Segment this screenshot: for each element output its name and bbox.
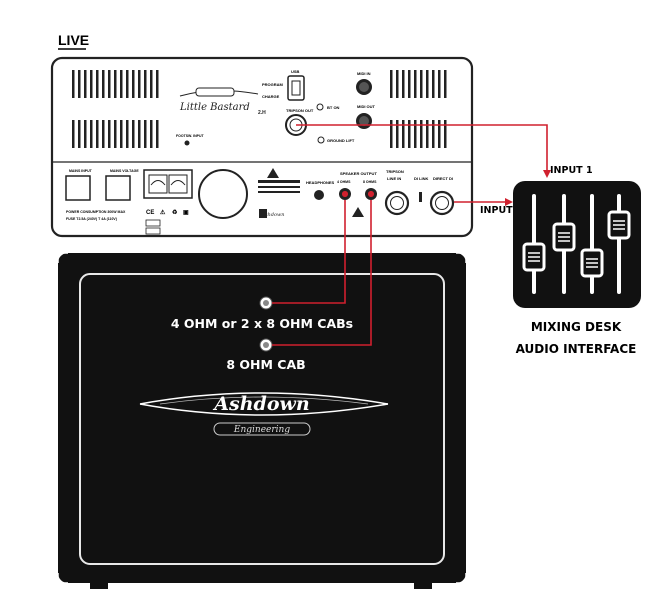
usb-label: USB bbox=[291, 69, 300, 74]
di-link-switch bbox=[419, 192, 422, 202]
speaker-warning-icon bbox=[352, 207, 364, 217]
cabinet-grille bbox=[79, 273, 445, 565]
mains-input-socket bbox=[65, 175, 91, 201]
cable-8ohm bbox=[272, 200, 372, 346]
vent-right bbox=[390, 70, 447, 148]
speaker-cabinet: 4 OHM or 2 x 8 OHM CABs 8 OHM CAB Ashdow… bbox=[57, 252, 467, 589]
ohm4-cab-label: 4 OHM or 2 x 8 OHM CABs bbox=[171, 316, 353, 331]
di-link-label: DI LINK bbox=[414, 176, 429, 181]
mixer-label-line1: MIXING DESK bbox=[531, 320, 622, 334]
input1-label: INPUT 1 bbox=[550, 165, 593, 176]
ground-lift-switch bbox=[317, 136, 325, 144]
amp-model-suffix: 2.H bbox=[258, 110, 266, 116]
svg-text:▣: ▣ bbox=[183, 210, 189, 216]
mains-voltage-label: MAINS VOLTAGE bbox=[110, 169, 139, 173]
footswitch-label: FOOTSW. INPUT bbox=[176, 134, 204, 138]
warning-triangle bbox=[267, 168, 279, 178]
mixer-label-line2: AUDIO INTERFACE bbox=[516, 342, 637, 356]
ohm8-cab-label: 8 OHM CAB bbox=[226, 357, 305, 372]
input2-label: INPUT 2 bbox=[480, 205, 523, 216]
headphones-label: HEADPHONES bbox=[306, 180, 335, 185]
cert-marks: CE ⚠ ♻ ▣ bbox=[146, 209, 189, 216]
direct-di-label: DIRECT DI bbox=[433, 176, 453, 181]
svg-text:⚠: ⚠ bbox=[160, 209, 166, 216]
page-title: LIVE bbox=[58, 32, 89, 48]
footswitch-jack bbox=[184, 140, 190, 146]
mains-voltage-switch bbox=[105, 175, 131, 201]
brand-small: ashdown bbox=[262, 212, 284, 218]
vent-left bbox=[72, 70, 159, 148]
usb-port bbox=[287, 75, 305, 101]
cabinet-foot-left bbox=[90, 582, 108, 589]
midi-out-label: MIDI OUT bbox=[357, 104, 376, 109]
tripson-label: TRIPSON bbox=[386, 169, 404, 174]
charge-label: CHARGE bbox=[262, 94, 280, 99]
midi-in-label: MIDI IN bbox=[357, 71, 371, 76]
cabinet-logo: Ashdown Engineering bbox=[139, 392, 389, 436]
mains-input-label: MAINS INPUT bbox=[69, 169, 93, 173]
program-label: PROGRAM bbox=[262, 82, 284, 87]
cable-input1 bbox=[296, 124, 551, 178]
svg-text:CE: CE bbox=[146, 210, 154, 216]
speaker-output-label: SPEAKER OUTPUT bbox=[340, 171, 377, 176]
direct-di-xlr bbox=[429, 190, 455, 216]
cables bbox=[272, 124, 551, 346]
line-in-xlr bbox=[384, 190, 410, 216]
fuse-label: FUSE T2.5A (240V) T 4A (110V) bbox=[66, 217, 117, 221]
cabinet-foot-right bbox=[414, 582, 432, 589]
cabinet-logo-subtext: Engineering bbox=[233, 425, 290, 435]
mixing-desk-icon bbox=[513, 181, 641, 308]
ohm4-label: 4 OHMS bbox=[337, 180, 351, 184]
bt-label: BT ON bbox=[327, 105, 340, 110]
ground-lift-label: GROUND LIFT bbox=[327, 138, 355, 143]
power-label: POWER CONSUMPTION 300W MAX bbox=[66, 210, 126, 214]
cable-4ohm bbox=[272, 200, 346, 304]
bt-led bbox=[316, 103, 324, 111]
tuner-out-label: TRIPSON OUT bbox=[286, 108, 314, 113]
headphones-jack bbox=[314, 190, 324, 200]
svg-text:♻: ♻ bbox=[172, 209, 177, 216]
cabinet-logo-text: Ashdown bbox=[212, 393, 309, 415]
ohm8-label: 8 OHMS bbox=[363, 180, 377, 184]
line-in-label: LINE IN bbox=[387, 176, 401, 181]
amp-logo-text: Little Bastard bbox=[179, 102, 250, 113]
amp-logo: Little Bastard 2.H bbox=[179, 87, 266, 116]
amp-head: Little Bastard 2.H USB PROGRAM CHARGE BT… bbox=[50, 56, 474, 238]
cooling-fan bbox=[198, 169, 248, 219]
